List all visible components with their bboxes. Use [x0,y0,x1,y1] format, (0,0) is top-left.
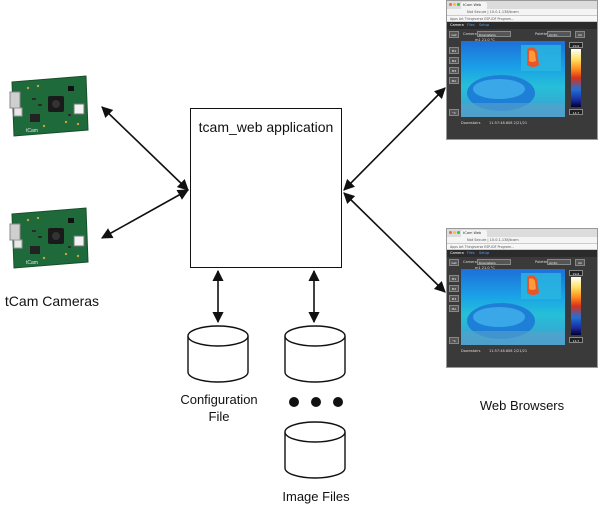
palette-select-label: Palette [535,32,548,36]
camera-select-label: Camera [463,260,477,264]
palette-colorbar [571,49,581,107]
tcam-cameras-label: tCam Cameras [4,293,100,309]
tab-setup[interactable]: Setup [479,23,490,27]
ellipsis-dot-1 [289,397,299,407]
footer-camera-name: Downstairs [461,121,481,125]
image-file-cylinder-bottom [284,421,346,479]
arrow-app-browser1 [343,87,446,191]
palette-select[interactable]: Arctic [547,259,571,265]
scale-low: 14.7 [569,337,583,343]
ellipsis-dot-2 [311,397,321,407]
browser-tabbar: tCam Web [447,229,597,237]
browser-url-bar[interactable]: Not Secure | 10.0.1.138/tcam [447,9,597,16]
palette-colorbar [571,277,581,335]
footer-timestamp: 11:57:48.608 2/21/21 [489,349,528,353]
marker-button-m2[interactable]: M2 [449,285,459,292]
tab-files[interactable]: Files [467,251,475,255]
spot-reading: m1 21.0 °C [475,266,495,270]
get-button[interactable]: Get [449,31,459,38]
config-file-label-line2: File [208,409,230,424]
unit-button[interactable]: °C [449,109,459,116]
camera-select[interactable]: Downstairs [477,31,511,37]
tab-camera[interactable]: Camera [450,251,464,255]
arrow-camera1-app [101,106,189,191]
marker-button-ma[interactable]: MA [449,305,459,312]
image-file-cylinder-top [284,325,346,383]
tab-files[interactable]: Files [467,23,475,27]
scale-low: 14.7 [569,109,583,115]
board-silkscreen-2: tCam [26,260,38,266]
browser-bookmarks-bar: Apps Art Thingiverse ESP-IDF Program... [447,244,597,250]
camera-select-label: Camera [463,32,477,36]
tab-setup[interactable]: Setup [479,251,490,255]
get-button[interactable]: Get [449,259,459,266]
application-title: tcam_web application [198,119,334,135]
tcam-web-application-box: tcam_web application [190,108,342,268]
tcam-board-1: tCam [9,75,89,137]
scale-high: 29.6 [569,270,583,276]
browser-content: Get Camera Downstairs Palette Arctic All… [447,29,597,139]
all-button[interactable]: All [575,31,585,38]
camera-select[interactable]: Downstairs [477,259,511,265]
config-file-label-line1: Configuration [180,392,258,407]
browser-url-bar[interactable]: Not Secure | 10.0.1.138/tcam [447,237,597,244]
browser-content: Get Camera Downstairs Palette Arctic All… [447,257,597,367]
scale-high: 29.6 [569,42,583,48]
config-file-label: Configuration File [164,391,274,425]
browser-bookmarks-bar: Apps Art Thingiverse ESP-IDF Program... [447,16,597,22]
marker-button-m3[interactable]: M3 [449,67,459,74]
browser-window-1: tCam Web Not Secure | 10.0.1.138/tcam Ap… [446,0,598,140]
browser-window-2: tCam Web Not Secure | 10.0.1.138/tcam Ap… [446,228,598,368]
tcam-board-2: tCam [9,207,89,269]
thermal-image[interactable] [461,41,565,117]
board-silkscreen-1: tCam [26,128,38,134]
palette-select[interactable]: Arctic [547,31,571,37]
footer-camera-name: Downstairs [461,349,481,353]
marker-button-m1[interactable]: M1 [449,275,459,282]
thermal-image[interactable] [461,269,565,345]
browser-tabbar: tCam Web [447,1,597,9]
marker-button-m2[interactable]: M2 [449,57,459,64]
unit-button[interactable]: °C [449,337,459,344]
arrow-app-browser2 [343,192,446,293]
image-files-label: Image Files [282,489,350,504]
ellipsis-dot-3 [333,397,343,407]
arrow-camera2-app [101,189,189,239]
config-file-cylinder [187,325,249,383]
marker-button-ma[interactable]: MA [449,77,459,84]
tab-camera[interactable]: Camera [450,23,464,27]
all-button[interactable]: All [575,259,585,266]
browser-tab[interactable]: tCam Web [461,230,487,237]
web-browsers-label: Web Browsers [479,398,565,413]
palette-select-label: Palette [535,260,548,264]
browser-tab[interactable]: tCam Web [461,2,487,9]
marker-button-m1[interactable]: M1 [449,47,459,54]
app-tab-bar: Camera Files Setup [447,22,597,29]
marker-button-m3[interactable]: M3 [449,295,459,302]
app-tab-bar: Camera Files Setup [447,250,597,257]
spot-reading: m1 21.0 °C [475,38,495,42]
footer-timestamp: 11:57:48.608 2/21/21 [489,121,528,125]
